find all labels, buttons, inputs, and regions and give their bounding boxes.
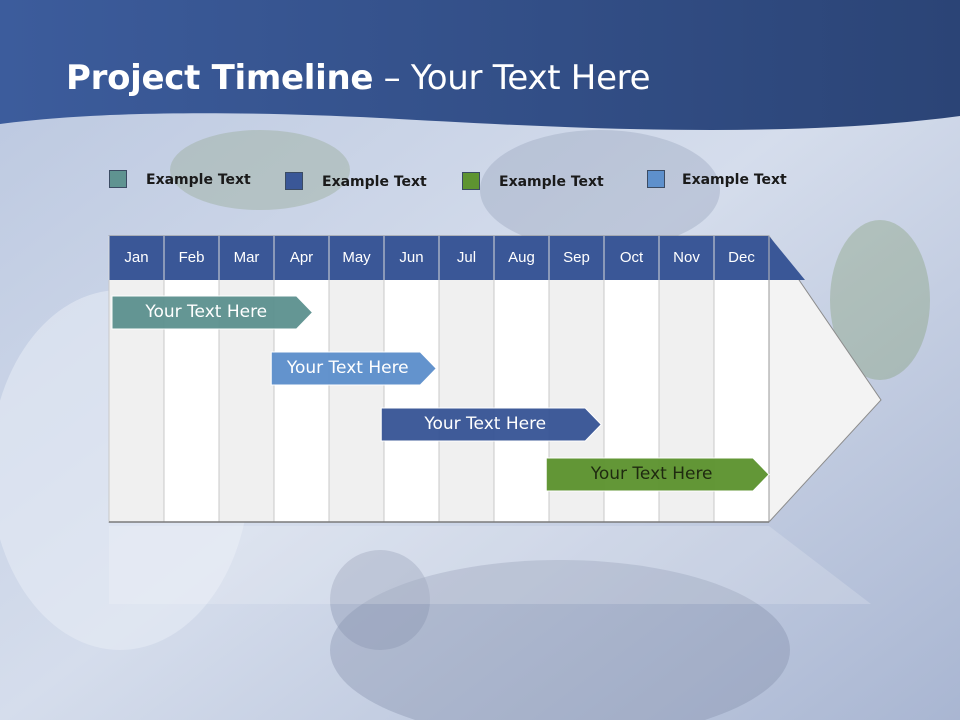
microscope-shape: [330, 560, 790, 720]
task-bar: [270, 351, 437, 386]
month-label-dec: Dec: [728, 249, 755, 266]
knob-shape: [330, 550, 430, 650]
month-label-jul: Jul: [456, 249, 477, 266]
legend-label: Example Text: [499, 174, 604, 190]
month-column: [384, 280, 439, 522]
month-label-aug: Aug: [508, 249, 535, 266]
month-label-apr: Apr: [289, 249, 314, 266]
task-bar: [111, 295, 314, 330]
leaf-shape-right: [830, 220, 930, 380]
legend-swatch: [647, 170, 665, 188]
legend-swatch: [109, 170, 127, 188]
dark-shape: [480, 130, 720, 250]
header-band: [0, 0, 960, 131]
task-bar-label: Your Text Here: [424, 414, 547, 434]
task-bar: [545, 457, 770, 492]
legend-label: Example Text: [682, 172, 787, 188]
leaf-shape: [170, 130, 350, 210]
legend-swatch: [285, 172, 303, 190]
month-label-sep: Sep: [563, 249, 590, 266]
month-column: [439, 280, 494, 522]
month-label-jan: Jan: [124, 249, 149, 266]
month-label-feb: Feb: [178, 249, 205, 266]
month-header-band: [109, 236, 805, 280]
month-label-oct: Oct: [619, 249, 644, 266]
month-column: [329, 280, 384, 522]
legend-label: Example Text: [322, 174, 427, 190]
task-bar-label: Your Text Here: [590, 464, 713, 484]
legend-swatch: [462, 172, 480, 190]
task-bar: [380, 407, 602, 442]
month-column: [494, 280, 549, 522]
task-bar-label: Your Text Here: [286, 358, 409, 378]
month-label-jun: Jun: [399, 249, 424, 266]
legend-label: Example Text: [146, 172, 251, 188]
page-title: Project Timeline – Your Text Here: [66, 58, 651, 98]
timeline-reflection: [109, 526, 871, 604]
month-label-nov: Nov: [673, 249, 700, 266]
month-label-may: May: [342, 249, 371, 266]
task-bar-label: Your Text Here: [145, 302, 268, 322]
month-label-mar: Mar: [233, 249, 260, 266]
